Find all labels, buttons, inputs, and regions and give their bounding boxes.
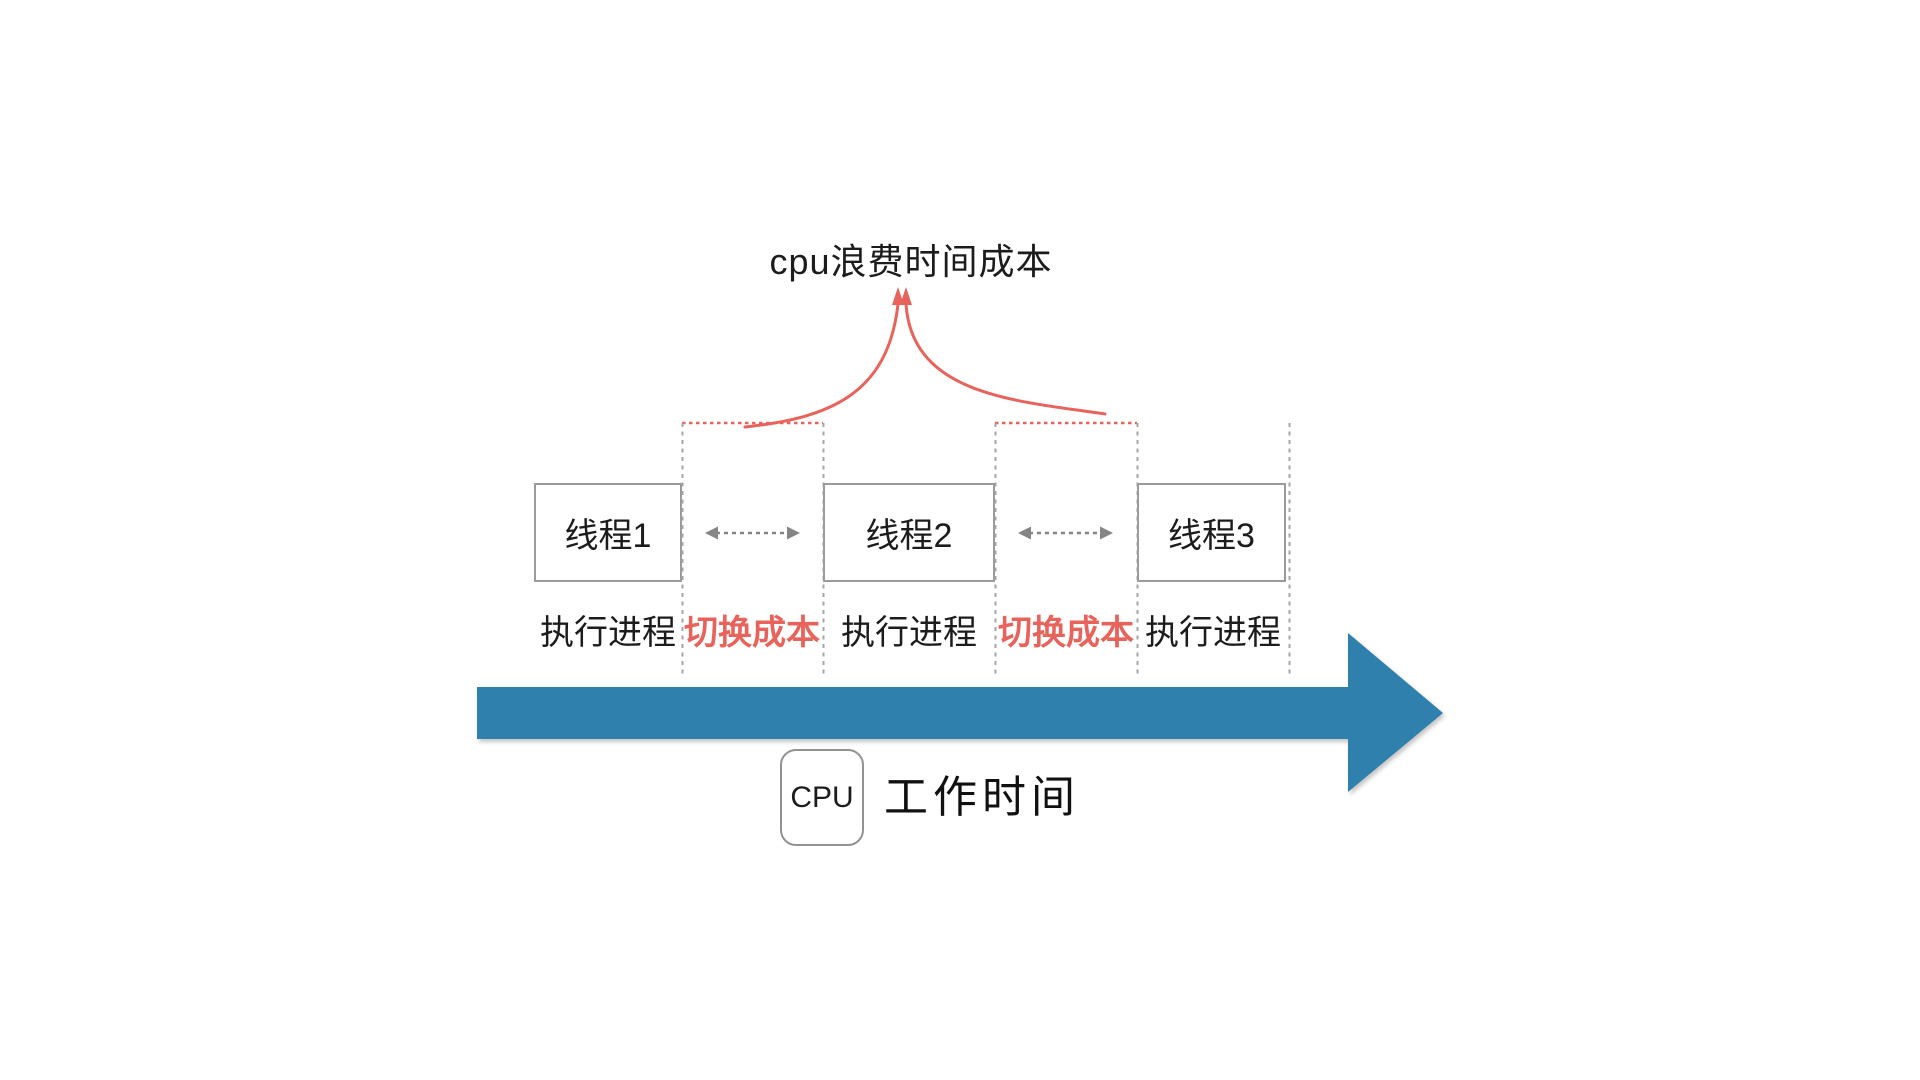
segment-label-switch-cost-2: 切换成本 — [998, 614, 1134, 652]
cost-pointer-arrowhead-right — [900, 287, 912, 305]
segment-label-execute-1: 执行进程 — [540, 614, 676, 652]
thread-box-1: 线程1 — [534, 483, 682, 582]
swap-arrow-1-head-right — [787, 526, 800, 540]
thread-label-1: 线程1 — [564, 517, 652, 555]
timeline-label: 工作时间 — [884, 773, 1080, 822]
segment-label-execute-3: 执行进程 — [1145, 614, 1281, 652]
segment-label-execute-2: 执行进程 — [841, 614, 977, 652]
diagram-title: cpu浪费时间成本 — [769, 241, 1053, 282]
thread-label-3: 线程3 — [1168, 517, 1255, 555]
thread-label-2: 线程2 — [865, 517, 953, 555]
cpu-badge: CPU — [780, 749, 864, 846]
swap-arrow-1-head-left — [705, 526, 718, 540]
cost-pointer-curve-right — [904, 302, 1107, 416]
cost-pointer-curve-left — [743, 302, 900, 429]
thread-box-3: 线程3 — [1137, 483, 1286, 582]
timeline-arrow — [477, 633, 1443, 792]
swap-arrow-2-head-right — [1100, 526, 1113, 540]
segment-label-switch-cost-1: 切换成本 — [684, 614, 820, 652]
thread-box-2: 线程2 — [823, 483, 995, 582]
swap-arrow-2-head-left — [1018, 526, 1031, 540]
cpu-badge-label: CPU — [790, 780, 854, 814]
cost-pointer-arrowhead-left — [892, 287, 904, 305]
